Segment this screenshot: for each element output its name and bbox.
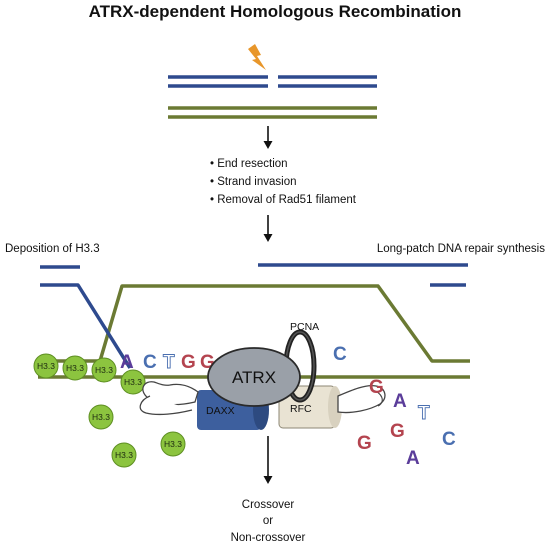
rfc-label: RFC — [290, 403, 312, 415]
arrow-down-icon — [263, 215, 273, 242]
free-base: A — [406, 448, 420, 469]
lightning-icon — [248, 44, 266, 70]
strand-base-end: C — [333, 344, 347, 365]
svg-text:H3.3: H3.3 — [92, 412, 110, 422]
histone-h33: H3.3 — [91, 357, 117, 383]
free-base: T — [418, 403, 430, 424]
label-deposition-h33: Deposition of H3.3 — [5, 243, 100, 255]
outcome-or: or — [263, 515, 273, 527]
step-removal-rad51: • Removal of Rad51 filament — [210, 194, 357, 206]
invading-blue-strand — [40, 283, 132, 369]
histone-h33: H3.3 — [111, 442, 137, 468]
left-glove-hand — [139, 381, 199, 416]
label-long-patch-synthesis: Long-patch DNA repair synthesis — [377, 243, 545, 255]
free-base: C — [442, 429, 456, 450]
step-end-resection: • End resection — [210, 158, 288, 170]
strand-base: A — [120, 352, 134, 373]
pcna-label: PCNA — [290, 321, 319, 333]
displaced-olive-strand — [38, 284, 470, 363]
arrow-down-icon — [263, 436, 273, 484]
arrow-down-icon — [263, 126, 273, 149]
strand-base: G — [181, 352, 196, 373]
free-base: G — [369, 377, 384, 398]
histone-h33: H3.3 — [88, 404, 114, 430]
step-strand-invasion: • Strand invasion — [210, 176, 297, 188]
svg-text:H3.3: H3.3 — [37, 361, 55, 371]
diagram-title: ATRX-dependent Homologous Recombination — [89, 2, 462, 21]
daxx-label: DAXX — [206, 405, 235, 417]
histone-h33: H3.3 — [160, 431, 186, 457]
free-base: A — [393, 391, 407, 412]
broken-dna-duplex — [168, 75, 377, 88]
outcome-non-crossover: Non-crossover — [231, 532, 306, 544]
svg-text:H3.3: H3.3 — [66, 363, 84, 373]
svg-text:H3.3: H3.3 — [115, 450, 133, 460]
strand-base: T — [163, 352, 175, 373]
histone-h33: H3.3 — [62, 355, 88, 381]
histone-h33: H3.3 — [33, 353, 59, 379]
homologous-duplex — [168, 106, 377, 119]
atrx-protein: ATRX — [207, 347, 301, 407]
svg-text:H3.3: H3.3 — [164, 439, 182, 449]
free-base: G — [390, 421, 405, 442]
svg-text:H3.3: H3.3 — [124, 377, 142, 387]
outcome-crossover: Crossover — [242, 499, 295, 511]
histone-h33: H3.3 — [120, 369, 146, 395]
strand-base: C — [143, 352, 157, 373]
free-base: G — [357, 433, 372, 454]
right-glove-hand — [337, 384, 386, 414]
svg-text:H3.3: H3.3 — [95, 365, 113, 375]
atrx-label: ATRX — [232, 368, 276, 387]
